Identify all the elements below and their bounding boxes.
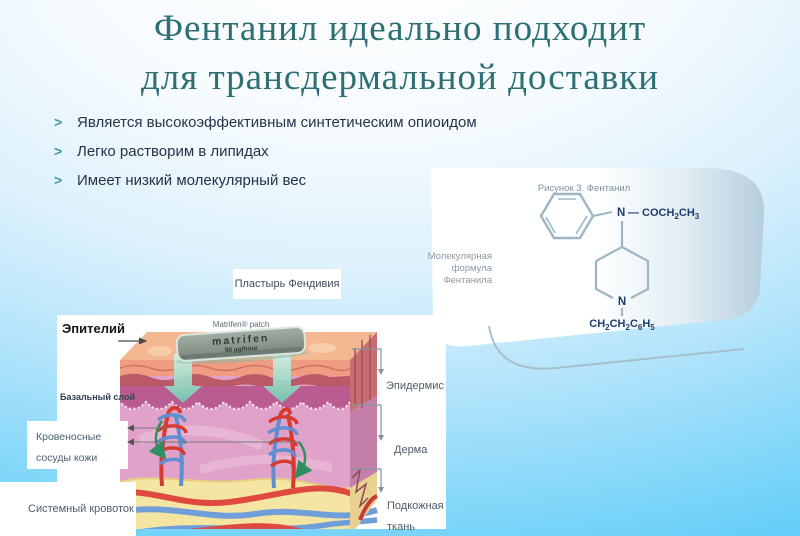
acyl-s2: 3 <box>695 212 700 221</box>
label-epithelium: Эпителий <box>62 321 125 336</box>
chain-p4: H <box>642 318 650 330</box>
chain-s2: 2 <box>625 323 630 332</box>
molecular-label-line3: Фентанила <box>443 275 492 286</box>
label-dermis: Дерма <box>394 444 428 456</box>
bullet-item: > Является высокоэффективным синтетическ… <box>54 114 477 143</box>
nitrogen-top-label: N <box>617 207 625 219</box>
patch-brand-text: matrifen <box>212 332 270 348</box>
vessels-label-box <box>27 421 128 469</box>
patch-dose-text: 50 µg/hour <box>225 345 259 354</box>
label-basal-layer: Базальный слой <box>60 392 135 402</box>
bullet-text: Является высокоэффективным синтетическим… <box>77 114 477 131</box>
acyl-p2: CH <box>679 207 695 219</box>
matrifen-patch: matrifen 50 µg/hour <box>175 326 308 364</box>
label-epidermis: Эпидермис <box>386 380 444 392</box>
label-subcutaneous-line1: Подкожная <box>387 500 444 512</box>
diffusion-arrow-right <box>263 354 301 403</box>
bullet-text: Имеет низкий молекулярный вес <box>77 172 307 189</box>
pointer-lines <box>118 337 384 493</box>
chevron-bullet-icon: > <box>54 143 63 159</box>
molecular-label-line1: Молекулярная <box>428 251 492 262</box>
systemic-vessels <box>111 485 378 529</box>
diffusion-arrow-left <box>164 354 202 403</box>
chain-s1: 2 <box>605 323 610 332</box>
slide-title: Фентанил идеально подходит для трансдерм… <box>0 4 800 102</box>
label-blood-vessels-line2: сосуды кожи <box>36 452 97 464</box>
slide-title-line1: Фентанил идеально подходит <box>153 8 647 49</box>
benzene-ring <box>539 192 613 240</box>
label-systemic-circulation: Системный кровоток <box>28 503 134 515</box>
acyl-s1: 2 <box>674 212 679 221</box>
swoosh-curve <box>488 325 745 370</box>
chain-p2: CH <box>610 318 626 330</box>
chevron-bullet-icon: > <box>54 114 63 130</box>
label-subcutaneous-line2: ткань <box>387 521 415 533</box>
molecular-label-line2: формула <box>452 263 493 274</box>
nitrogen-bottom-label: N <box>618 296 626 308</box>
chain-p3: C <box>630 318 638 330</box>
bullet-item: > Имеет низкий молекулярный вес <box>54 172 477 201</box>
bullet-text: Легко растворим в липидах <box>77 143 269 160</box>
skin-diagram: Matrifen® patch matrifen 50 µg/hour <box>0 315 446 536</box>
piperidine-ring <box>594 221 650 316</box>
systemic-label-box <box>0 482 136 536</box>
chain-s3: 6 <box>638 323 643 332</box>
formula-panel-background <box>431 168 765 347</box>
label-blood-vessels-line1: Кровеносные <box>36 431 101 443</box>
bullet-list: > Является высокоэффективным синтетическ… <box>54 114 477 201</box>
chain-p1: CH <box>589 318 605 330</box>
figure-caption: Рисунок 3. Фентанил <box>538 183 630 194</box>
phenethyl-chain-label: CH2CH2C6H5 <box>589 318 655 332</box>
chain-s4: 5 <box>650 323 655 332</box>
skin-block-illustration: Matrifen® patch matrifen 50 µg/hour <box>111 320 378 529</box>
patch-callout-box: Пластырь Фендивия <box>233 269 341 299</box>
chevron-bullet-icon: > <box>54 172 63 188</box>
flow-arrow-left-icon <box>148 420 167 460</box>
capillary-loop-right <box>266 407 299 489</box>
slide-title-line2: для трансдермальной доставки <box>140 57 660 98</box>
formula-panel: Рисунок 3. Фентанил Молекулярная формула… <box>428 168 765 370</box>
patch-caption: Matrifen® patch <box>213 320 270 329</box>
bullet-item: > Легко растворим в липидах <box>54 143 477 172</box>
acyl-p1: — COCH <box>628 207 675 219</box>
flow-arrow-right-icon <box>294 441 313 479</box>
acyl-group-label: — COCH2CH3 <box>628 207 700 221</box>
